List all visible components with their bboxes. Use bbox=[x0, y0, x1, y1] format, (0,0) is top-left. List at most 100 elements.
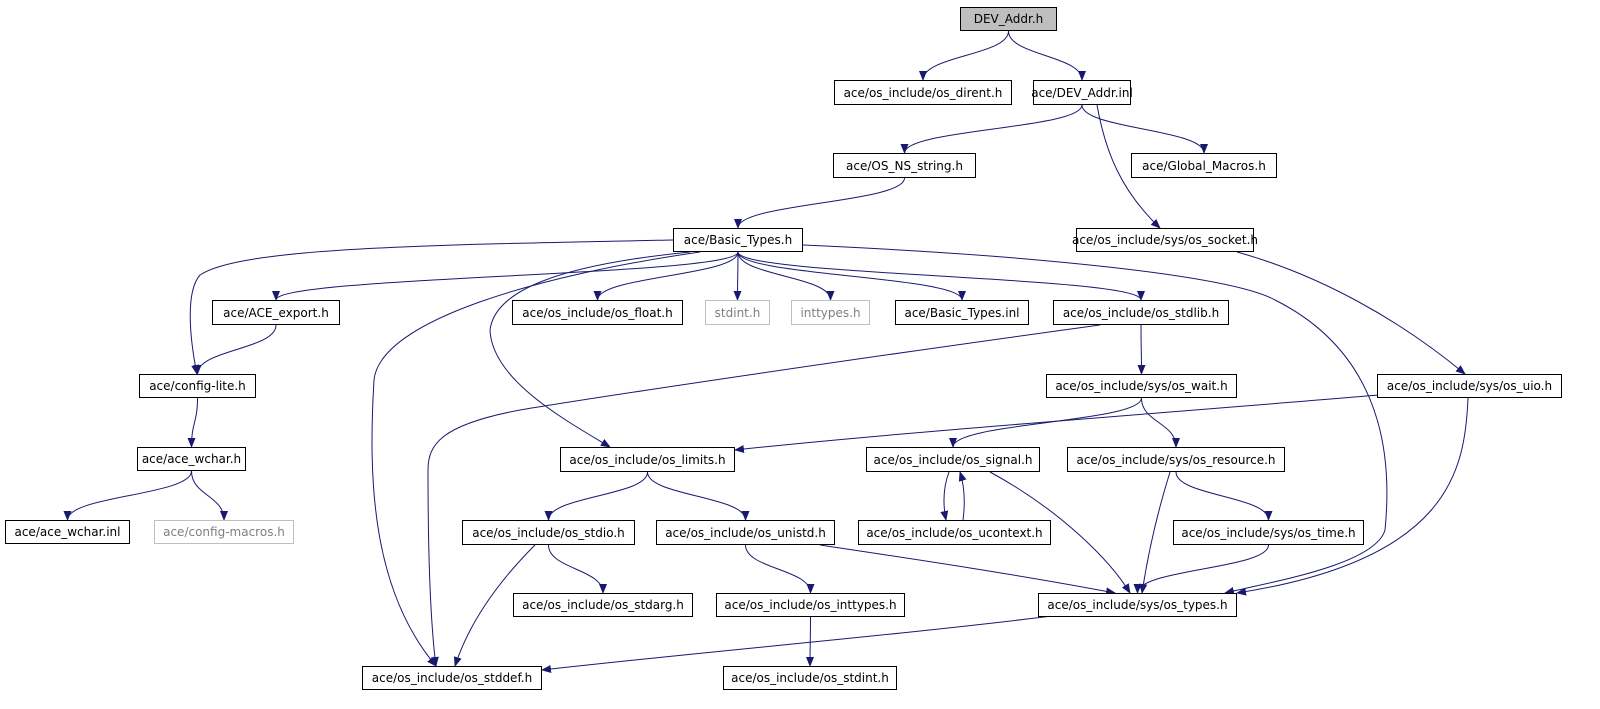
node-label: ace/os_include/sys/os_wait.h bbox=[1055, 379, 1228, 393]
edge-ace_export_h-to-config_lite_h bbox=[193, 324, 277, 375]
node-label: ace/config-macros.h bbox=[163, 525, 285, 539]
edge-sys_os_socket_h-to-sys_os_uio_h bbox=[1236, 251, 1466, 375]
node-label: ace/Basic_Types.h bbox=[683, 233, 793, 247]
node-os-stdarg-h[interactable]: ace/os_include/os_stdarg.h bbox=[513, 593, 693, 617]
edge-os_stdlib_h-to-sys_os_wait_h bbox=[1137, 324, 1146, 375]
node-label: ace/os_include/sys/os_uio.h bbox=[1386, 379, 1553, 393]
node-label: ace/os_include/os_signal.h bbox=[873, 452, 1033, 467]
node-os-limits-h[interactable]: ace/os_include/os_limits.h bbox=[560, 447, 735, 472]
edge-basic_types_h-to-config_lite_h bbox=[189, 239, 674, 375]
node-os-signal-h[interactable]: ace/os_include/os_signal.h bbox=[866, 447, 1040, 472]
edge-os_stdio_h-to-os_stdarg_h bbox=[548, 544, 607, 594]
edge-os_limits_h-to-os_unistd_h bbox=[647, 471, 750, 521]
node-label: ace/os_include/os_stdio.h bbox=[472, 525, 625, 540]
node-dev-addr-h[interactable]: DEV_Addr.h bbox=[960, 7, 1057, 31]
edge-basic_types_h-to-os_float_h bbox=[593, 251, 739, 301]
node-dev-addr-inl[interactable]: ace/DEV_Addr.inl bbox=[1031, 80, 1133, 105]
node-label: ace/os_include/os_dirent.h bbox=[843, 85, 1003, 100]
edge-sys_os_wait_h-to-os_signal_h bbox=[949, 397, 1142, 448]
node-label: ace/os_include/os_float.h bbox=[522, 305, 673, 320]
node-label: ace/Basic_Types.inl bbox=[904, 305, 1020, 320]
edge-sys_os_wait_h-to-sys_os_resource_h bbox=[1141, 397, 1180, 448]
node-label: ace/DEV_Addr.inl bbox=[1031, 85, 1133, 100]
node-sys-os-resource-h[interactable]: ace/os_include/sys/os_resource.h bbox=[1067, 447, 1285, 472]
node-label: ace/os_include/os_stdarg.h bbox=[522, 598, 684, 612]
node-os-stddef-h[interactable]: ace/os_include/os_stddef.h bbox=[362, 666, 542, 690]
node-stdint-h[interactable]: stdint.h bbox=[705, 300, 770, 325]
node-os-ucontext-h[interactable]: ace/os_include/os_ucontext.h bbox=[858, 520, 1051, 545]
edge-os_limits_h-to-os_stdio_h bbox=[544, 471, 648, 521]
edge-sys_os_resource_h-to-sys_os_types_h bbox=[1139, 471, 1171, 594]
node-sys-os-uio-h[interactable]: ace/os_include/sys/os_uio.h bbox=[1377, 374, 1562, 398]
node-os-ns-string-h[interactable]: ace/OS_NS_string.h bbox=[833, 153, 976, 178]
node-inttypes-h[interactable]: inttypes.h bbox=[791, 300, 870, 325]
node-label: ace/os_include/os_ucontext.h bbox=[866, 525, 1043, 540]
node-sys-os-socket-h[interactable]: ace/os_include/sys/os_socket.h bbox=[1072, 228, 1258, 252]
node-label: ace/os_include/sys/os_socket.h bbox=[1072, 233, 1258, 247]
edge-dev_addr_h-to-dev_addr_inl bbox=[1008, 30, 1086, 81]
edge-os_unistd_h-to-sys_os_types_h bbox=[819, 544, 1116, 596]
edge-os_ucontext_h-to-os_signal_h bbox=[958, 471, 967, 521]
edge-dev_addr_inl-to-global_macros_h bbox=[1081, 104, 1208, 154]
node-label: stdint.h bbox=[714, 305, 761, 320]
node-label: ace/os_include/os_inttypes.h bbox=[724, 598, 897, 612]
edge-basic_types_h-to-os_limits_h bbox=[489, 251, 691, 448]
node-os-dirent-h[interactable]: ace/os_include/os_dirent.h bbox=[834, 80, 1012, 105]
edge-os_stdlib_h-to-os_stddef_h bbox=[427, 324, 1101, 667]
node-ace-wchar-h[interactable]: ace/ace_wchar.h bbox=[137, 447, 246, 471]
node-basic-types-h[interactable]: ace/Basic_Types.h bbox=[673, 228, 803, 252]
node-label: ace/os_include/sys/os_time.h bbox=[1181, 525, 1356, 540]
node-label: ace/os_include/os_stddef.h bbox=[371, 671, 533, 685]
node-label: inttypes.h bbox=[800, 305, 861, 320]
node-config-macros-h[interactable]: ace/config-macros.h bbox=[154, 520, 294, 544]
node-os-stdlib-h[interactable]: ace/os_include/os_stdlib.h bbox=[1053, 300, 1229, 325]
edge-basic_types_h-to-sys_os_types_h bbox=[802, 244, 1388, 595]
edge-sys_os_uio_h-to-sys_os_types_h bbox=[1236, 397, 1469, 596]
node-ace-export-h[interactable]: ace/ACE_export.h bbox=[212, 300, 340, 325]
node-label: ace/os_include/os_unistd.h bbox=[665, 525, 826, 540]
node-os-inttypes-h[interactable]: ace/os_include/os_inttypes.h bbox=[716, 593, 905, 617]
edge-ace_wchar_h-to-config_macros_h bbox=[191, 470, 228, 521]
edge-os_signal_h-to-os_ucontext_h bbox=[940, 471, 950, 521]
edge-basic_types_h-to-os_stdlib_h bbox=[737, 251, 1145, 301]
node-label: ace/os_include/os_stdlib.h bbox=[1062, 305, 1220, 320]
edge-sys_os_uio_h-to-os_limits_h bbox=[734, 393, 1391, 454]
node-label: ace/os_include/os_stdint.h bbox=[731, 671, 889, 685]
edge-basic_types_h-to-inttypes_h bbox=[737, 251, 835, 301]
node-sys-os-time-h[interactable]: ace/os_include/sys/os_time.h bbox=[1173, 520, 1364, 545]
edge-sys_os_resource_h-to-sys_os_time_h bbox=[1175, 471, 1273, 521]
node-sys-os-wait-h[interactable]: ace/os_include/sys/os_wait.h bbox=[1046, 374, 1237, 398]
node-os-unistd-h[interactable]: ace/os_include/os_unistd.h bbox=[656, 520, 835, 545]
node-ace-wchar-inl[interactable]: ace/ace_wchar.inl bbox=[5, 520, 130, 544]
node-label: ace/Global_Macros.h bbox=[1142, 158, 1266, 173]
node-label: ace/ACE_export.h bbox=[223, 305, 329, 320]
edge-os_ns_string_h-to-basic_types_h bbox=[734, 177, 905, 229]
edge-basic_types_h-to-os_stddef_h bbox=[371, 251, 701, 667]
node-label: ace/os_include/sys/os_types.h bbox=[1047, 598, 1228, 612]
node-global-macros-h[interactable]: ace/Global_Macros.h bbox=[1131, 153, 1277, 178]
edge-os_unistd_h-to-os_inttypes_h bbox=[745, 544, 815, 594]
node-label: ace/OS_NS_string.h bbox=[846, 158, 963, 173]
edge-os_inttypes_h-to-os_stdint_h bbox=[806, 616, 815, 667]
node-os-stdint-h[interactable]: ace/os_include/os_stdint.h bbox=[723, 666, 897, 690]
edge-basic_types_h-to-basic_types_inl bbox=[737, 251, 966, 301]
edge-basic_types_h-to-stdint_h bbox=[733, 251, 742, 301]
edge-basic_types_h-to-ace_export_h bbox=[272, 251, 739, 301]
edge-ace_wchar_h-to-ace_wchar_inl bbox=[63, 470, 192, 521]
edge-os_stdio_h-to-os_stddef_h bbox=[453, 544, 536, 667]
node-os-float-h[interactable]: ace/os_include/os_float.h bbox=[512, 300, 683, 325]
edge-dev_addr_inl-to-os_ns_string_h bbox=[900, 104, 1083, 154]
node-label: ace/config-lite.h bbox=[149, 379, 246, 393]
edge-dev_addr_h-to-os_dirent_h bbox=[919, 30, 1009, 81]
node-label: ace/ace_wchar.inl bbox=[14, 525, 121, 539]
edge-sys_os_types_h-to-os_stddef_h bbox=[541, 614, 1061, 673]
node-os-stdio-h[interactable]: ace/os_include/os_stdio.h bbox=[462, 520, 635, 545]
node-sys-os-types-h[interactable]: ace/os_include/sys/os_types.h bbox=[1038, 593, 1237, 617]
node-config-lite-h[interactable]: ace/config-lite.h bbox=[139, 374, 256, 398]
edge-dev_addr_inl-to-sys_os_socket_h bbox=[1096, 104, 1161, 229]
node-label: ace/os_include/os_limits.h bbox=[569, 452, 726, 467]
node-basic-types-inl[interactable]: ace/Basic_Types.inl bbox=[895, 300, 1029, 325]
node-label: ace/ace_wchar.h bbox=[141, 452, 242, 466]
